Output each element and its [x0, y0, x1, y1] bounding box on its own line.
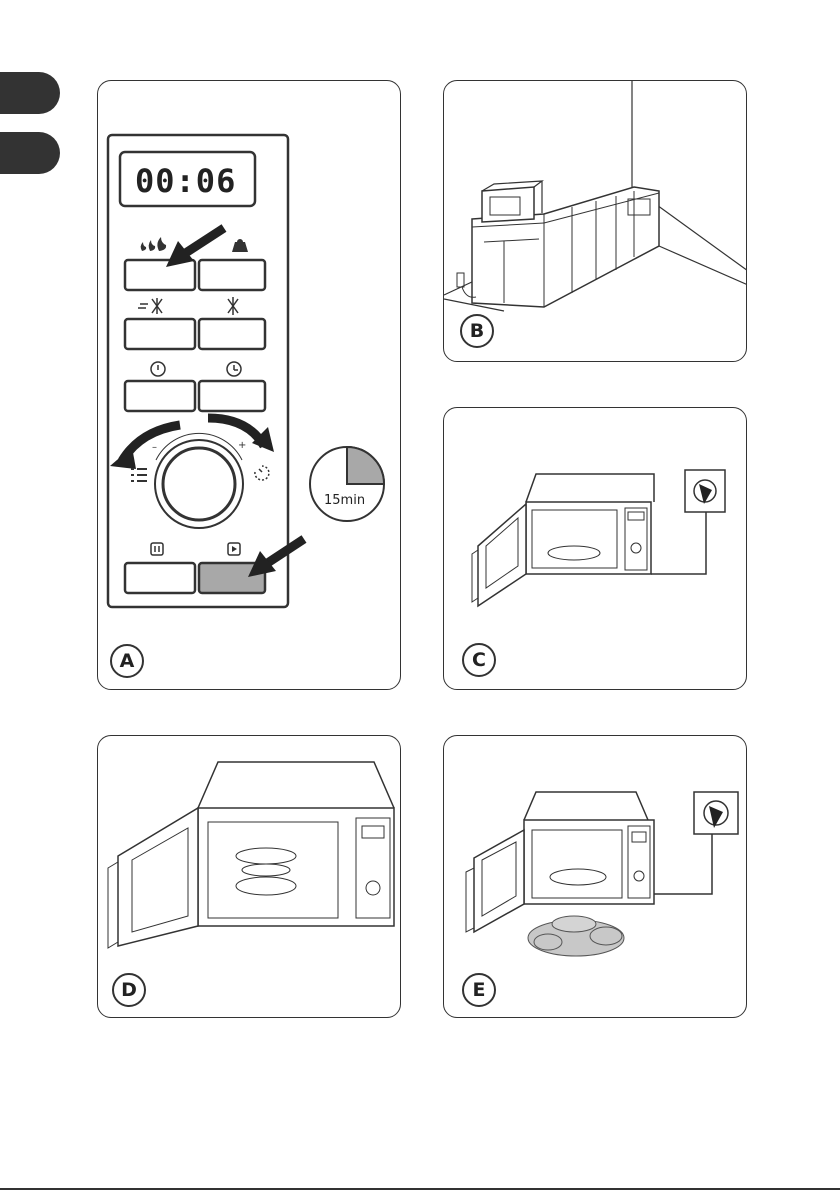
timer-label: 15min [324, 493, 365, 508]
panel-a: – + [97, 80, 401, 690]
defrost-icon [228, 297, 238, 315]
panel-c: C [443, 407, 747, 690]
menu-icon [131, 469, 147, 481]
timer-15min-graphic [310, 447, 384, 521]
turntable-assembly-illustration [98, 736, 401, 1018]
clock-icon [227, 362, 241, 376]
flame-icon [141, 237, 166, 251]
side-tab-2 [0, 132, 60, 174]
start-icon [228, 543, 240, 555]
weight-icon [232, 239, 248, 252]
side-tab-1 [0, 72, 60, 114]
chicken-graphic [528, 916, 624, 956]
panel-label-e: E [462, 973, 496, 1007]
pause-icon [151, 543, 163, 555]
panel-e: E [443, 735, 747, 1018]
svg-text:+: + [238, 440, 246, 451]
panel-label-d: D [112, 973, 146, 1007]
panel-d: D [97, 735, 401, 1018]
panel-label-c: C [462, 643, 496, 677]
footer-divider [0, 1188, 840, 1190]
svg-text:–: – [152, 442, 157, 453]
panel-label-b: B [460, 314, 494, 348]
timer-icon [255, 466, 269, 480]
press-arrow-bottom [248, 539, 304, 577]
panel-b: B [443, 80, 747, 362]
speed-defrost-icon [138, 298, 162, 314]
auto-cook-icon [151, 362, 165, 376]
display-time: 00:06 [135, 162, 236, 200]
panel-label-a: A [110, 644, 144, 678]
